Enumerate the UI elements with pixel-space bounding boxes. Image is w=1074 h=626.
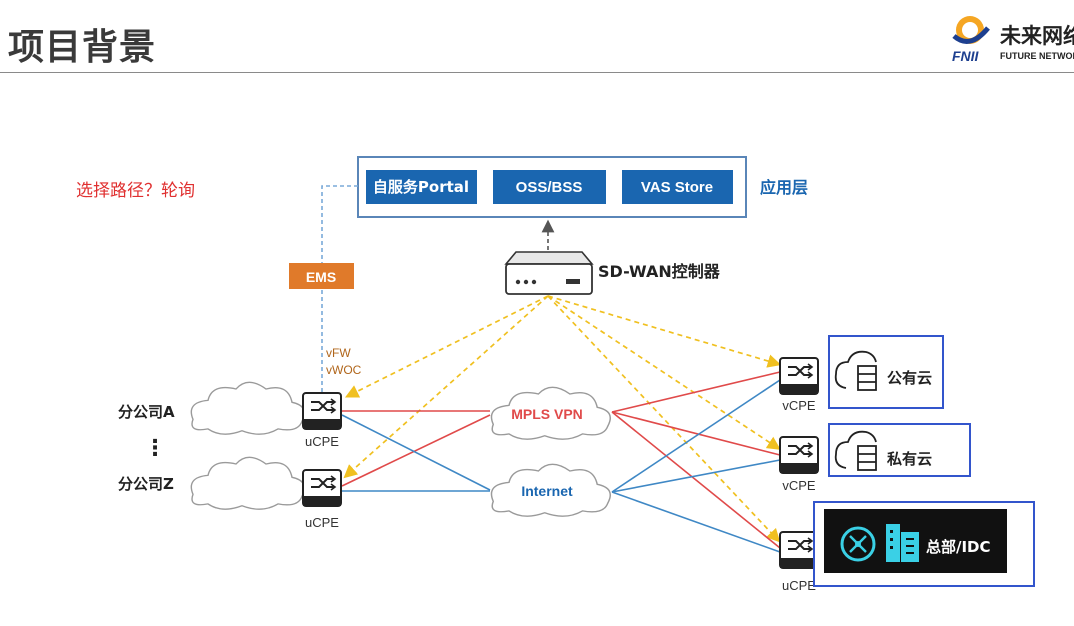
vfw-label: vFW: [326, 346, 351, 360]
ucpe-a-label: uCPE: [305, 434, 339, 449]
hq-building-icon: [886, 524, 919, 562]
branch-z-label: 分公司Z: [118, 475, 174, 493]
ucpe-hq-label: uCPE: [782, 578, 816, 593]
application-layer-label: 应用层: [760, 178, 808, 197]
vcpe-private-router-icon: [779, 436, 819, 474]
branch-a-cloud: [190, 381, 306, 435]
portal-button-label: 自服务Portal: [373, 178, 469, 196]
title-divider: [0, 72, 1074, 73]
sdwan-controller-icon: [504, 251, 594, 295]
vcpe-public-label: vCPE: [782, 398, 816, 413]
ucpe-a-router-icon: [302, 392, 342, 430]
mpls-label: MPLS VPN: [511, 406, 583, 422]
private-cloud-server-icon: [834, 430, 877, 471]
internet-links: [341, 379, 781, 553]
branch-z-cloud: [190, 456, 306, 510]
ucpe-z-router-icon: [302, 469, 342, 507]
page-title: 项目背景: [8, 27, 157, 68]
vas-store-button-label: VAS Store: [641, 179, 713, 196]
hq-idc-label: 总部/IDC: [926, 538, 991, 556]
private-cloud-highlight: [828, 423, 971, 477]
branch-a-label: 分公司A: [118, 403, 175, 421]
vas-store-button[interactable]: [622, 170, 733, 204]
internet-label: Internet: [521, 483, 573, 499]
logo: 未来网络 FNII FUTURE NETWORK: [950, 14, 1074, 64]
path-selection-note: 选择路径？轮询: [76, 181, 195, 201]
hq-network-hub-icon: [840, 526, 876, 562]
public-cloud-highlight: [828, 335, 944, 409]
vwoc-label: vWOC: [326, 363, 362, 377]
mpls-links: [341, 371, 781, 549]
oss-bss-button-label: OSS/BSS: [516, 179, 583, 196]
private-cloud-label: 私有云: [886, 450, 932, 468]
public-cloud-server-icon: [834, 350, 877, 391]
ems-link: [321, 185, 358, 395]
oss-bss-button[interactable]: [493, 170, 606, 204]
ucpe-z-label: uCPE: [305, 515, 339, 530]
logo-emblem-icon: [952, 16, 990, 44]
ems-box: [289, 263, 354, 289]
ucpe-hq-router-icon: [779, 531, 819, 569]
ems-label: EMS: [306, 269, 336, 285]
logo-subtitle: FUTURE NETWORK: [1000, 51, 1074, 61]
control-links: [343, 295, 782, 543]
public-cloud-label: 公有云: [887, 369, 932, 387]
branch-ellipsis: ⋮: [144, 435, 166, 460]
logo-abbr: FNII: [952, 48, 979, 64]
logo-name: 未来网络: [1000, 24, 1074, 48]
portal-button[interactable]: [366, 170, 477, 204]
vcpe-private-label: vCPE: [782, 478, 816, 493]
controller-label: SD-WAN控制器: [598, 262, 721, 281]
vcpe-public-router-icon: [779, 357, 819, 395]
